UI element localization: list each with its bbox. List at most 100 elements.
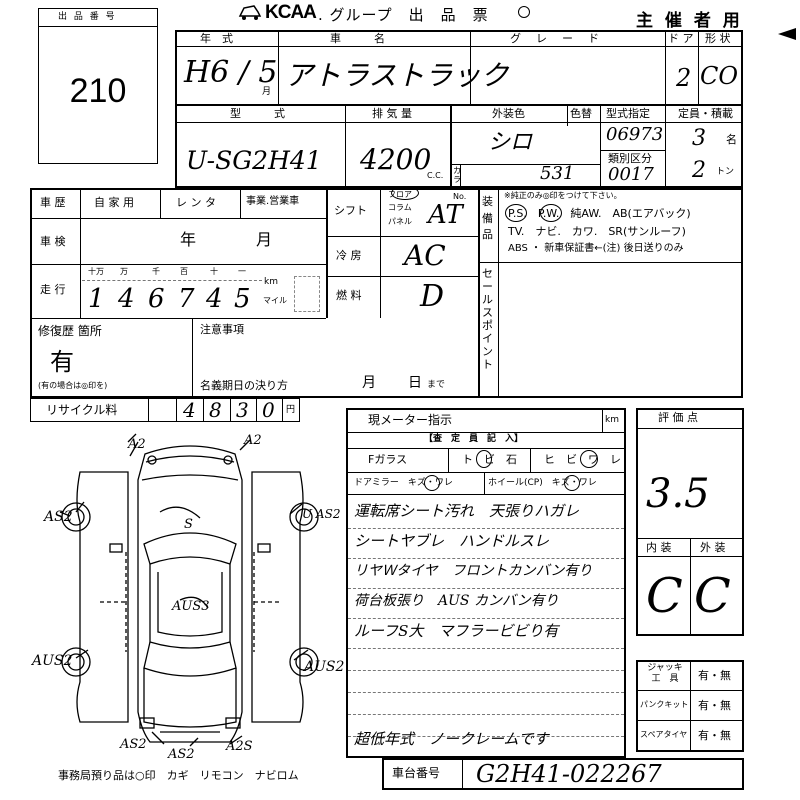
mileage-digit: 4 (118, 284, 135, 314)
recycle-label: リサイクル料 (46, 403, 118, 417)
logo-mark (238, 2, 262, 22)
expiry-label: 名義期日の決り方 (200, 379, 288, 392)
doors-label: ド ア (668, 32, 694, 45)
mileage-digit: 1 (88, 284, 105, 314)
recycle-digit: 3 (236, 398, 249, 422)
damage-mark: A2S (226, 739, 253, 754)
mileage-digit: 5 (234, 284, 251, 314)
category-label: 類別区分 (608, 152, 652, 165)
history-option-rental[interactable]: レ ン タ (176, 196, 216, 209)
mirror-label: ドアミラー キズ・ワレ (354, 478, 453, 488)
repair-value: 有 (50, 348, 74, 376)
wheel-circle-mark (564, 475, 580, 491)
recycle-unit: 円 (286, 405, 296, 415)
recycle-digit: 8 (209, 398, 222, 422)
repair-note: (有の場合は◎印を) (38, 381, 108, 390)
ac-value: AC (404, 239, 446, 272)
mile-label: マイル (263, 296, 287, 305)
grade-label: グ レ ー ド (510, 32, 601, 45)
tools-row-value[interactable]: 有・無 (698, 699, 731, 712)
equipment-line1: P.S. P.W. 純AW. AB(エアバック) (508, 207, 691, 220)
form-title: . グループ 出 品 票 (318, 6, 489, 24)
shaken-label: 車 検 (40, 235, 66, 248)
equipment-line3: ABS ・ 新車保証書←(注) 後日送りのみ (508, 243, 684, 254)
damage-mark: AS2 (120, 737, 147, 752)
mile-checkbox[interactable] (294, 276, 320, 312)
crack-circle-mark (580, 450, 598, 468)
color-change-label: 色替 (570, 107, 592, 120)
damage-mark: AUS3 (172, 599, 210, 614)
history-label: 車 歴 (40, 196, 66, 209)
equipment-label: 装備品 (482, 195, 493, 241)
km-label: km (264, 277, 278, 287)
car-damage-diagram (40, 432, 340, 762)
inspector-comment: 荷台板張り AUS カンバン有り (354, 593, 559, 609)
shaken-year: 年 (180, 230, 197, 249)
meter-label: 現メーター指示 (368, 413, 453, 427)
year-label: 年 式 (200, 32, 233, 45)
color-label: 外装色 (492, 107, 525, 120)
model-label: 型 式 (230, 107, 285, 120)
sales-point-label: セールスポイント (482, 267, 493, 371)
capacity-unit: 名 (726, 133, 737, 146)
damage-mark: U AS2 (302, 507, 341, 521)
organizer-label: 主 催 者 用 (636, 11, 743, 31)
load-unit: トン (716, 167, 735, 177)
month-suffix: 月 (262, 87, 272, 97)
doors-value: 2 (676, 64, 692, 92)
damage-mark: A2 (128, 437, 146, 452)
repair-label: 修復歴 箇所 (38, 324, 102, 338)
displacement-unit: C.C. (427, 171, 444, 180)
inspector-final-comment: 超低年式 ノークレームです (354, 730, 549, 748)
glass-label: Fガラス (368, 453, 408, 466)
displacement-label: 排 気 量 (372, 107, 412, 120)
equipment-note: ※純正のみ◎印をつけて下さい。 (504, 191, 622, 200)
year-value: H6 / 5 (184, 55, 278, 90)
capacity-value: 3 (692, 126, 706, 151)
mileage-digit: 4 (206, 284, 223, 314)
wheel-label: ホイール(CP) キズ・ワレ (488, 478, 597, 488)
car-name-label: 車 名 (330, 32, 385, 45)
shape-value: CO (700, 62, 739, 90)
damage-mark: AS2 (44, 509, 73, 525)
meter-unit: km (605, 415, 619, 425)
shift-option-column[interactable]: コラム (388, 203, 412, 212)
grading-label: 評 価 点 (658, 411, 698, 424)
history-option-private[interactable]: 自 家 用 (94, 196, 134, 209)
inspector-section-label: 【査 定 員 記 入】 (424, 434, 524, 444)
displacement-value: 4200 (360, 143, 432, 176)
shift-label: シフト (334, 204, 367, 217)
shift-value: AT (428, 200, 463, 230)
expiry-month: 月 (362, 375, 376, 391)
fuel-value: D (420, 279, 445, 314)
shape-label: 形 状 (705, 32, 731, 45)
tools-row-label: パンクキット (640, 700, 689, 709)
history-option-business[interactable]: 事業.営業車 (246, 196, 300, 207)
ps-circle-mark (505, 204, 527, 222)
tools-row-value[interactable]: 有・無 (698, 669, 731, 682)
shift-option-panel[interactable]: パネル (388, 217, 412, 226)
damage-mark: AUS2 (304, 659, 345, 675)
grading-score: 3.5 (646, 471, 710, 517)
expiry-until: まで (427, 380, 446, 390)
mileage-label: 走 行 (40, 283, 66, 296)
category-value: 0017 (608, 164, 654, 185)
type-designation-label: 型式指定 (606, 107, 650, 120)
interior-label: 内 装 (646, 541, 672, 554)
chassis-value: G2H41-022267 (476, 760, 662, 788)
chassis-label: 車台番号 (392, 766, 441, 780)
color-no-value: 531 (540, 163, 575, 184)
load-value: 2 (692, 158, 706, 183)
color-value: シロ (488, 130, 533, 155)
inspector-comment: シートヤブレ ハンドルスレ (354, 532, 550, 550)
lot-number-label: 出 品 番 号 (58, 12, 117, 22)
tools-row-value[interactable]: 有・無 (698, 729, 731, 742)
lot-number: 210 (69, 72, 127, 110)
type-designation-value: 06973 (606, 124, 664, 145)
damage-mark: A2 (244, 433, 262, 448)
chip-circle-mark (476, 450, 492, 468)
damage-mark: AS2 (168, 747, 195, 762)
mirror-circle-mark (424, 475, 440, 491)
corner-mark-icon (778, 28, 796, 40)
exterior-value: C (694, 568, 731, 624)
